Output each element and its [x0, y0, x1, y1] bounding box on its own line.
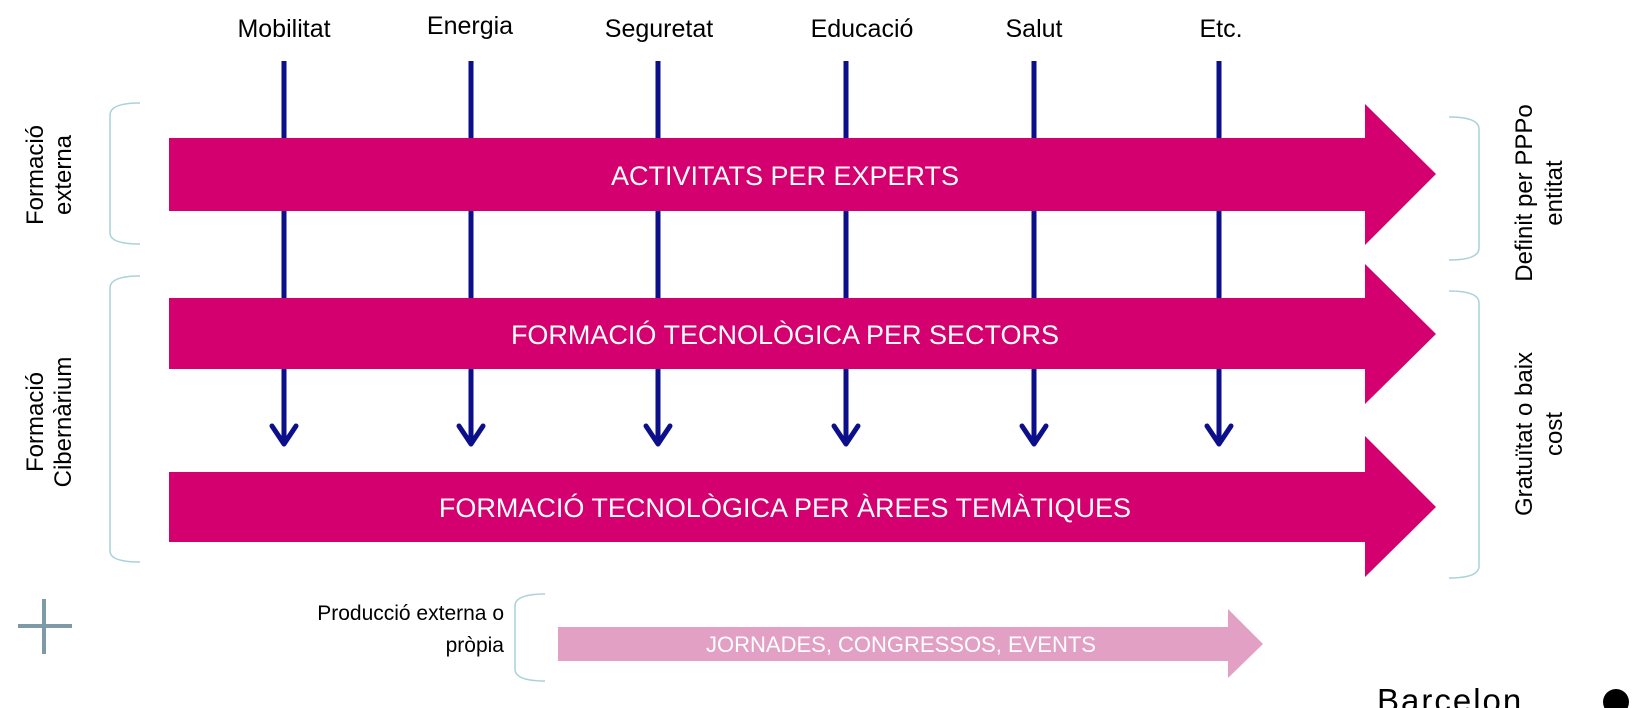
- left-label-external-line1: Formació: [22, 125, 49, 225]
- sector-label-energia: Energia: [427, 12, 513, 40]
- sector-arrow-mobilitat: [269, 61, 299, 447]
- arrow-sectors-label: FORMACIÓ TECNOLÒGICA PER SECTORS: [511, 319, 1059, 350]
- bracket-cost-right: [1448, 290, 1480, 579]
- bottom-label: Producció externa o pròpia: [317, 602, 504, 657]
- logo-text: Barcelon: [1377, 682, 1523, 708]
- right-label-defined-line2: entitat: [1541, 160, 1568, 226]
- left-label-cibernarium-line1: Formació: [22, 372, 49, 472]
- sector-label-seguretat: Seguretat: [605, 15, 713, 43]
- sector-label-etc: Etc.: [1199, 15, 1242, 43]
- sector-arrow-energia: [456, 61, 486, 447]
- left-label-cibernarium: Formació Cibernàrium: [22, 357, 77, 488]
- arrow-events: JORNADES, CONGRESSOS, EVENTS: [558, 609, 1263, 678]
- bracket-external-left: [109, 102, 141, 245]
- arrow-areas: FORMACIÓ TECNOLÒGICA PER ÀREES TEMÀTIQUE…: [169, 436, 1436, 577]
- sector-lines: [269, 61, 1234, 447]
- logo-circle-icon: [1603, 689, 1629, 708]
- bottom-label-line2: pròpia: [446, 634, 505, 657]
- barcelona-logo: Barcelon: [1377, 682, 1629, 708]
- arrow-experts-label: ACTIVITATS PER EXPERTS: [611, 161, 959, 191]
- sector-arrow-seguretat: [643, 61, 673, 447]
- arrow-events-label: JORNADES, CONGRESSOS, EVENTS: [706, 632, 1096, 657]
- bracket-cibernarium-left: [109, 275, 141, 563]
- plus-icon: [18, 599, 72, 654]
- arrow-sectors: FORMACIÓ TECNOLÒGICA PER SECTORS: [169, 264, 1436, 404]
- arrow-areas-label: FORMACIÓ TECNOLÒGICA PER ÀREES TEMÀTIQUE…: [439, 492, 1131, 523]
- sector-arrow-educacio: [831, 61, 861, 447]
- right-label-cost: Gratuïtat o baix cost: [1511, 352, 1568, 516]
- bracket-bottom: [514, 593, 546, 682]
- left-label-external: Formació externa: [22, 125, 77, 225]
- sector-label-salut: Salut: [1006, 15, 1063, 43]
- arrow-experts: ACTIVITATS PER EXPERTS: [169, 104, 1436, 245]
- bottom-label-line1: Producció externa o: [317, 602, 504, 625]
- sector-arrow-etc: [1204, 61, 1234, 447]
- right-label-cost-line2: cost: [1541, 412, 1568, 456]
- sector-label-mobilitat: Mobilitat: [237, 15, 330, 43]
- sector-label-educacio: Educació: [811, 15, 914, 43]
- sector-labels: Mobilitat Energia Seguretat Educació Sal…: [237, 12, 1242, 43]
- sector-arrow-salut: [1019, 61, 1049, 447]
- right-label-defined-line1: Definit per PPPo: [1511, 104, 1538, 281]
- bracket-defined-right: [1448, 116, 1480, 261]
- right-label-defined: Definit per PPPo entitat: [1511, 104, 1568, 281]
- right-label-cost-line1: Gratuïtat o baix: [1511, 352, 1538, 516]
- brackets: [109, 102, 1480, 682]
- left-label-external-line2: externa: [50, 134, 77, 215]
- left-label-cibernarium-line2: Cibernàrium: [50, 357, 77, 488]
